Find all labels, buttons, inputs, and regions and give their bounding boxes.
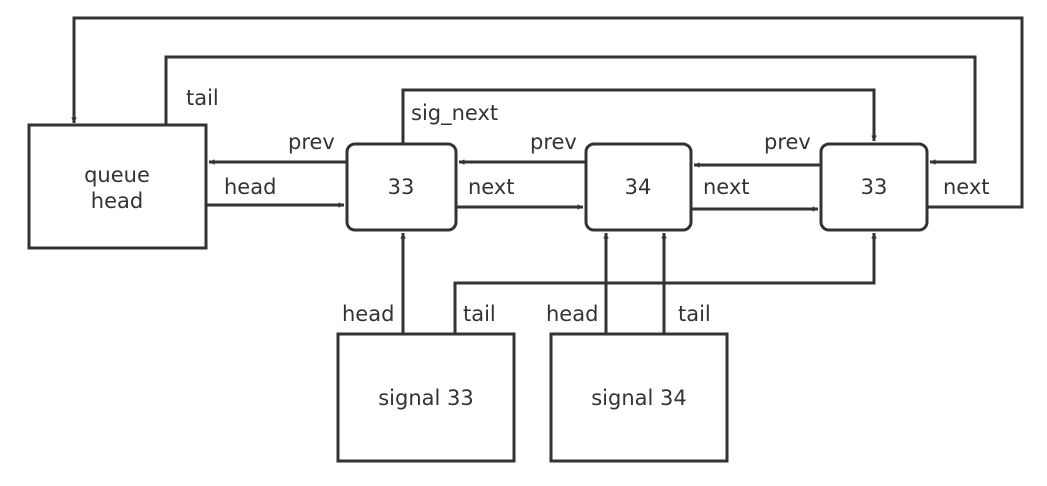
label-head-1: head xyxy=(224,175,276,199)
label-tail-signal34: tail xyxy=(678,302,711,326)
node-a-label: 33 xyxy=(388,175,415,199)
signal-33-node: signal 33 xyxy=(336,332,516,463)
label-prev-3: prev xyxy=(764,130,811,154)
label-prev-1: prev xyxy=(288,130,335,154)
label-next-1: next xyxy=(468,175,515,199)
label-sig-next: sig_next xyxy=(411,101,498,126)
label-head-signal33: head xyxy=(342,302,394,326)
node-b-box xyxy=(584,142,693,232)
label-next-3: next xyxy=(943,175,990,199)
node-c: 33 xyxy=(819,142,929,232)
signal-34-label: signal 34 xyxy=(591,386,687,410)
queue-head-box xyxy=(27,123,208,250)
edge-next-loop-to-queue-head xyxy=(71,16,1024,209)
queue-head-label-line1: queue xyxy=(84,163,150,187)
signal-33-box xyxy=(336,332,516,463)
label-next-2: next xyxy=(703,175,750,199)
edges xyxy=(71,16,1024,334)
node-a: 33 xyxy=(345,142,458,232)
node-b-label: 34 xyxy=(625,175,652,199)
node-b: 34 xyxy=(584,142,693,232)
node-a-box xyxy=(345,142,458,232)
queue-head-node: queue head xyxy=(27,123,208,250)
edge-queue-tail-to-node-c xyxy=(164,55,977,165)
label-tail-signal33: tail xyxy=(463,302,496,326)
label-tail-top: tail xyxy=(186,86,219,110)
queue-head-label-line2: head xyxy=(91,189,143,213)
signal-34-box xyxy=(549,332,729,463)
node-c-label: 33 xyxy=(861,175,888,199)
edge-sig-next xyxy=(401,88,877,144)
node-c-box xyxy=(819,142,929,232)
signal-33-label: signal 33 xyxy=(378,386,474,410)
label-prev-2: prev xyxy=(530,130,577,154)
edge-labels: tail prev head sig_next prev next prev n… xyxy=(186,86,990,326)
label-head-signal34: head xyxy=(546,302,598,326)
signal-34-node: signal 34 xyxy=(549,332,729,463)
